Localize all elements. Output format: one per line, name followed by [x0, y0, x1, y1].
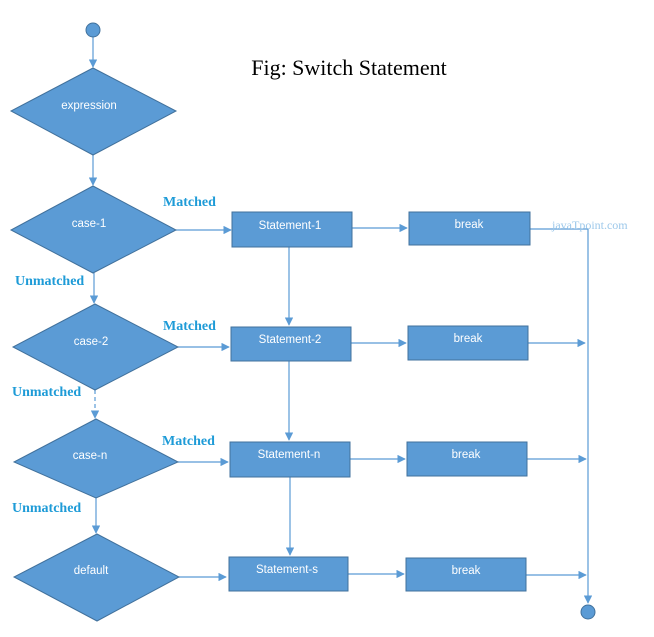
connectors — [88, 37, 593, 604]
unmatched-label-2: Unmatched — [12, 385, 81, 400]
statement-n-label: Statement-n — [258, 449, 321, 461]
matched-label-n: Matched — [162, 434, 215, 449]
expression-label: expression — [61, 100, 117, 112]
statement-s-box — [228, 556, 349, 592]
unmatched-label-1: Unmatched — [15, 274, 84, 289]
statement-n-box — [229, 441, 351, 478]
statement-s-label: Statement-s — [256, 564, 318, 576]
break-n-label: break — [452, 449, 481, 461]
break-s-box — [405, 557, 527, 592]
statement-2-box — [230, 326, 352, 362]
break-2-label: break — [454, 333, 483, 345]
default-diamond — [12, 533, 181, 622]
figure-title: Fig: Switch Statement — [251, 55, 447, 80]
break-1-label: break — [455, 219, 484, 231]
matched-label-2: Matched — [163, 319, 216, 334]
case-1-label: case-1 — [72, 218, 107, 230]
start-node — [85, 22, 101, 38]
case-2-label: case-2 — [74, 336, 109, 348]
edge-break1-to-end — [530, 228, 593, 604]
default-label: default — [74, 565, 109, 577]
break-1-box — [408, 211, 531, 246]
break-n-box — [406, 441, 528, 477]
case-2-diamond — [11, 303, 180, 391]
statement-2-label: Statement-2 — [259, 334, 322, 346]
end-node — [580, 604, 596, 620]
unmatched-label-n: Unmatched — [12, 501, 81, 516]
expression-diamond — [9, 67, 178, 156]
statement-1-label: Statement-1 — [259, 220, 322, 232]
break-s-label: break — [452, 565, 481, 577]
case-1-diamond — [9, 185, 178, 274]
case-n-diamond — [12, 418, 180, 499]
watermark: javaTpoint.com — [551, 218, 628, 232]
matched-label-1: Matched — [163, 195, 216, 210]
break-2-box — [407, 325, 529, 361]
statement-1-box — [231, 211, 353, 248]
case-n-label: case-n — [73, 450, 108, 462]
